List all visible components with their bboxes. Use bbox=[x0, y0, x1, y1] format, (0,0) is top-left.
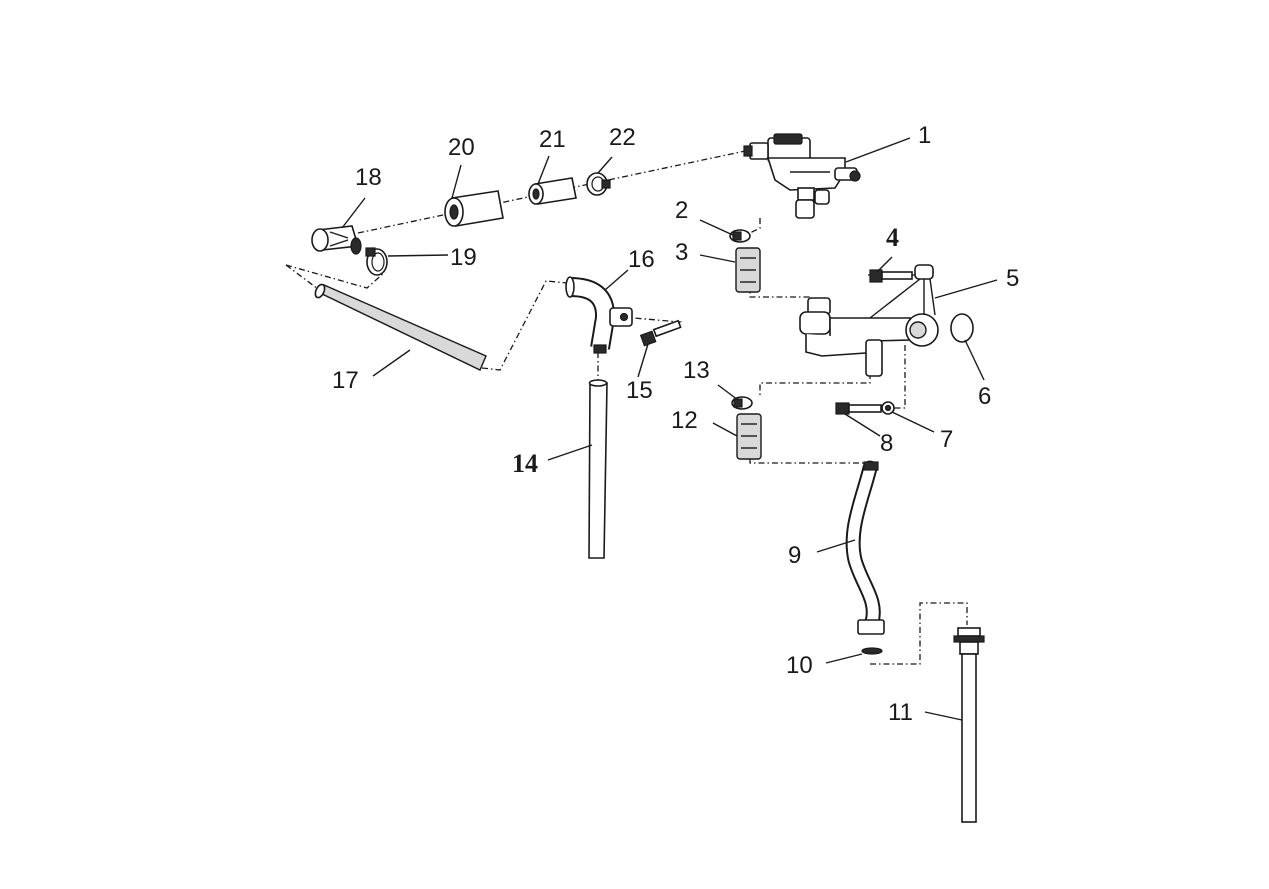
callout-10: 10 bbox=[786, 652, 813, 679]
part-19-hose-clamp bbox=[365, 247, 388, 276]
callout-20: 20 bbox=[448, 134, 475, 161]
part-6-gasket bbox=[950, 313, 974, 343]
part-17-long-hose bbox=[314, 283, 487, 371]
callout-19: 19 bbox=[450, 244, 477, 271]
callout-15: 15 bbox=[626, 377, 653, 404]
part-13-hose-clamp bbox=[731, 396, 753, 410]
assembly-lines bbox=[285, 149, 968, 665]
callout-12: 12 bbox=[671, 407, 698, 434]
part-2-hose-clamp bbox=[729, 229, 751, 243]
callout-8: 8 bbox=[880, 430, 893, 457]
part-18-elbow-fitting bbox=[311, 225, 362, 255]
callout-21: 21 bbox=[539, 126, 566, 153]
callout-9: 9 bbox=[788, 542, 801, 569]
callout-18: 18 bbox=[355, 164, 382, 191]
callout-2: 2 bbox=[675, 197, 688, 224]
callout-3: 3 bbox=[675, 239, 688, 266]
callout-17: 17 bbox=[332, 367, 359, 394]
callout-16: 16 bbox=[628, 246, 655, 273]
callout-11: 11 bbox=[888, 699, 913, 726]
part-15-bolt bbox=[639, 319, 682, 347]
callout-13: 13 bbox=[683, 357, 710, 384]
part-14-straight-hose bbox=[588, 379, 608, 559]
part-7-washer bbox=[881, 401, 895, 415]
part-4-bolt bbox=[869, 269, 913, 283]
part-9-bent-pipe bbox=[845, 460, 885, 635]
callout-7: 7 bbox=[940, 426, 953, 453]
part-8-bolt bbox=[835, 402, 882, 415]
part-5-valve-body bbox=[799, 264, 939, 377]
callout-6: 6 bbox=[978, 383, 991, 410]
leader-lines bbox=[341, 137, 998, 721]
part-12-short-hose bbox=[736, 413, 762, 460]
callout-1: 1 bbox=[918, 122, 931, 149]
callout-14: 14 bbox=[512, 449, 538, 478]
callout-5: 5 bbox=[1006, 265, 1019, 292]
callout-labels: 1 2 3 4 5 6 7 8 9 10 11 12 13 14 15 16 1… bbox=[332, 122, 1019, 726]
part-10-o-ring bbox=[861, 647, 883, 655]
callout-4: 4 bbox=[886, 223, 899, 252]
part-11-long-pipe bbox=[953, 627, 985, 823]
callout-22: 22 bbox=[609, 124, 636, 151]
part-1-valve-housing bbox=[743, 133, 861, 219]
part-21-sleeve bbox=[528, 177, 577, 205]
part-22-hose-clamp bbox=[586, 172, 611, 196]
part-3-short-hose bbox=[735, 247, 761, 293]
part-16-elbow-hose bbox=[565, 276, 633, 354]
part-20-sleeve bbox=[444, 190, 504, 227]
